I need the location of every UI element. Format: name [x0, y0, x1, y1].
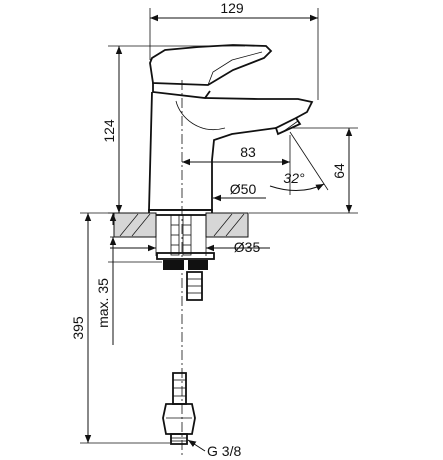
dim-base-diameter: Ø50 — [230, 181, 257, 197]
dimension-lines — [80, 8, 358, 452]
dim-connection: G 3/8 — [207, 443, 241, 459]
dim-width-total: 129 — [220, 0, 244, 16]
dim-outlet-height: 64 — [331, 163, 347, 179]
hose-thread — [170, 433, 188, 445]
spout-inner-curve — [175, 100, 226, 130]
countertop-left — [113, 212, 157, 238]
dim-reach: 83 — [240, 144, 256, 160]
dim-hole-diameter: Ø35 — [234, 239, 261, 255]
dim-total-height: 395 — [70, 316, 86, 340]
base-flange — [148, 209, 213, 216]
aerator-outlet — [274, 116, 302, 136]
hose-fitting-top — [186, 271, 203, 301]
hose-crimp — [172, 372, 187, 405]
lever-handle — [149, 44, 273, 86]
fixing-plate — [156, 252, 215, 260]
dim-angle: 32° — [283, 170, 305, 186]
cartridge-cap — [152, 83, 211, 99]
mounting-hardware — [156, 214, 215, 301]
spout-top — [204, 97, 314, 119]
lever-handle-inner — [207, 51, 263, 86]
nut-gap — [184, 260, 188, 270]
dim-height-spout: 124 — [101, 119, 117, 143]
body-column — [148, 91, 277, 211]
countertop — [113, 212, 249, 238]
dim-max-deck: max. 35 — [95, 278, 111, 328]
hose-nut — [162, 403, 196, 435]
aerator-line — [283, 120, 299, 132]
hose-bottom-fitting — [162, 372, 196, 445]
countertop-right — [205, 212, 249, 238]
